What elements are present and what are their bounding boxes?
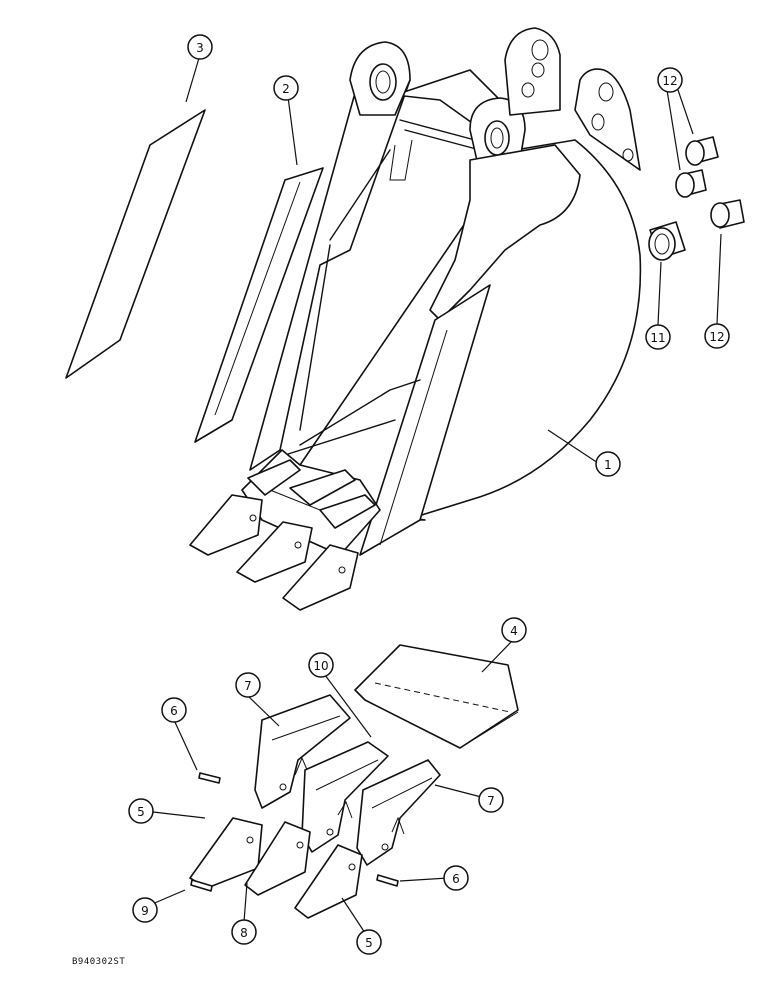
cutting-edge-part-4 [354,644,519,749]
callout-8: 8 [231,919,257,945]
svg-text:4: 4 [510,624,518,638]
svg-text:2: 2 [282,82,290,96]
tooth-part-5-upper [189,817,263,889]
bushing-part-12-lower [710,199,745,229]
callout-9: 9 [132,897,158,923]
callout-7-upper: 7 [235,672,261,698]
callout-10: 10 [308,652,334,678]
svg-text:7: 7 [487,794,495,808]
svg-text:5: 5 [365,936,373,950]
bushing-part-12-upper [675,136,719,198]
bucket-part-1 [189,27,642,611]
svg-text:11: 11 [650,331,665,345]
tooth-part-8 [244,821,311,896]
leader-lines [149,57,722,940]
svg-text:6: 6 [452,872,460,886]
callout-7-right: 7 [478,787,504,813]
svg-text:5: 5 [137,805,145,819]
callout-11: 11 [645,324,671,350]
svg-text:6: 6 [170,704,178,718]
adapter-part-7-left [254,694,351,809]
svg-text:8: 8 [240,926,248,940]
svg-text:12: 12 [709,330,724,344]
pin-part-6-upper [198,772,221,784]
callout-5-left: 5 [128,798,154,824]
svg-text:12: 12 [662,74,677,88]
callout-5-bottom: 5 [356,929,382,955]
svg-text:9: 9 [141,904,149,918]
side-cutter-part-2 [194,167,324,443]
adapter-part-7-right [356,759,441,866]
svg-text:10: 10 [313,659,328,673]
figure-code: B940302ST [72,957,126,967]
callout-12-lower: 12 [704,323,730,349]
svg-text:1: 1 [604,458,612,472]
pin-part-9 [190,879,213,892]
svg-text:3: 3 [196,41,204,55]
callout-2: 2 [273,75,299,101]
callout-4: 4 [501,617,527,643]
callout-12-upper: 12 [657,67,683,93]
pin-part-6-lower [376,874,399,887]
callout-6-upper: 6 [161,697,187,723]
svg-text:7: 7 [244,679,252,693]
callout-1: 1 [595,451,621,477]
tooth-part-5-lower [294,844,363,919]
bushing-part-11 [648,221,686,261]
callout-3: 3 [187,34,213,60]
side-cutter-part-3 [65,109,206,379]
callout-6-lower: 6 [443,865,469,891]
